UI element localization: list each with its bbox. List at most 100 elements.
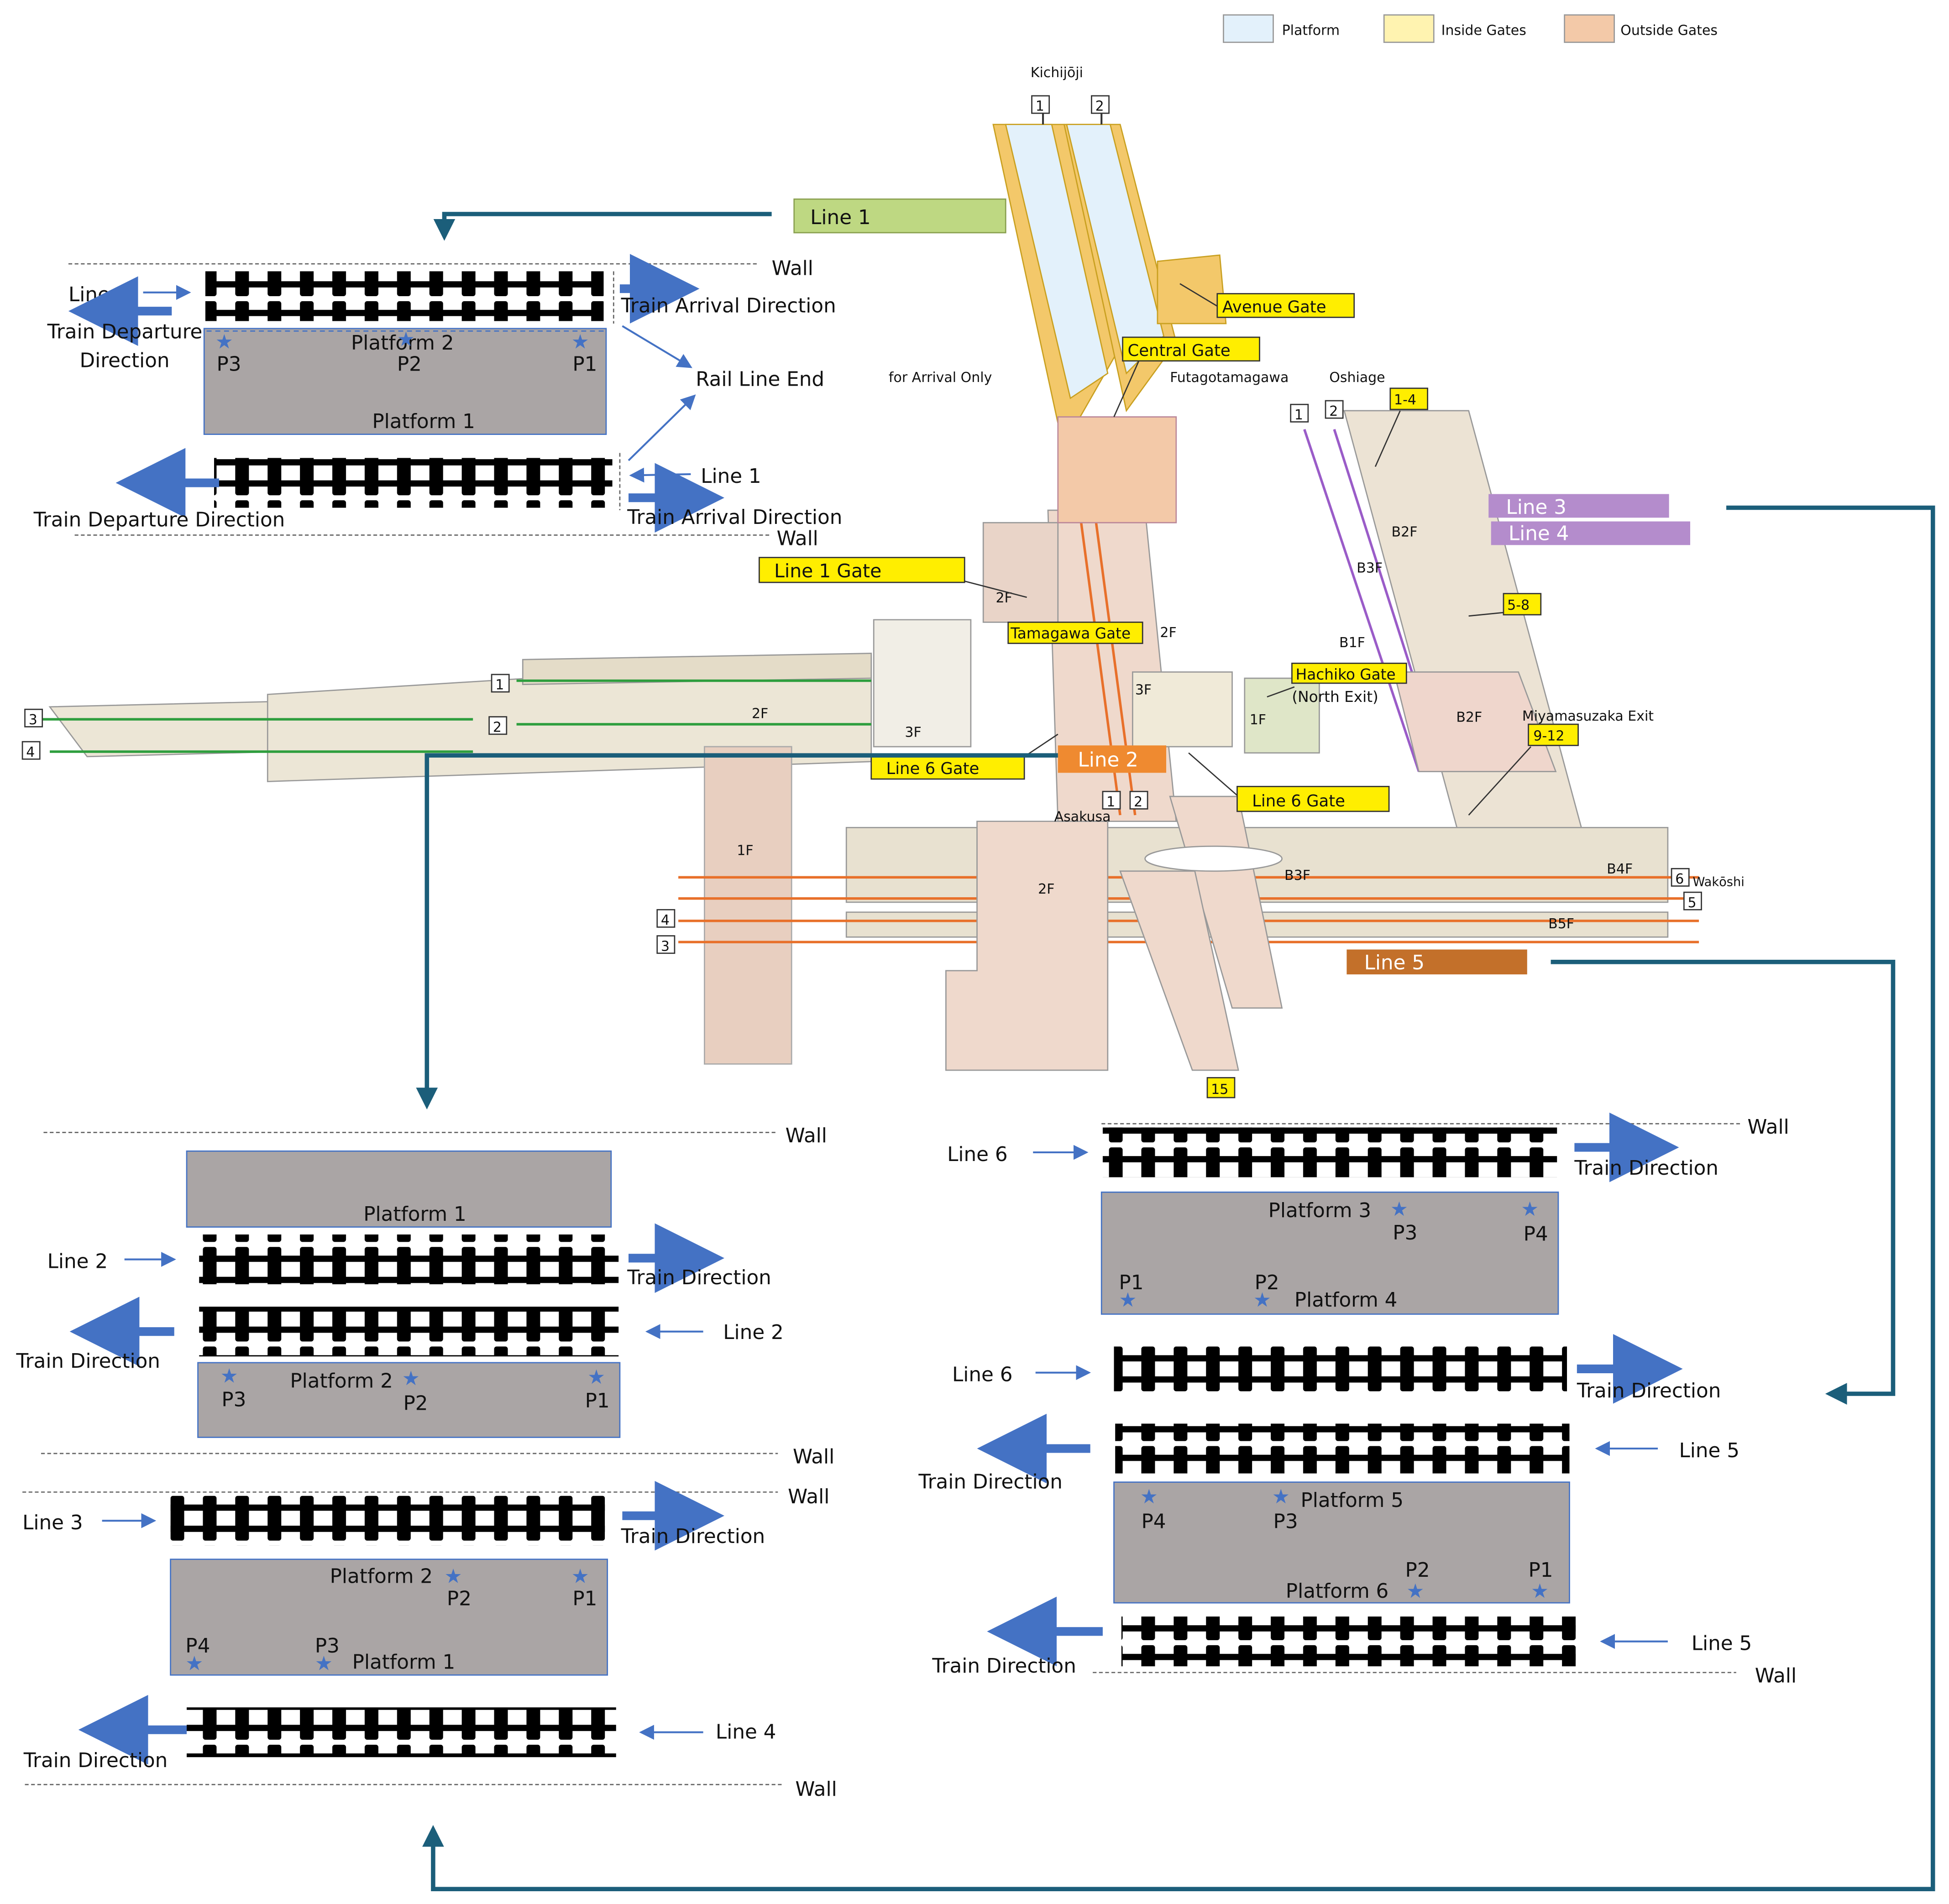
rail-end-label: Rail Line End bbox=[696, 368, 824, 391]
floor-b2f-top: B2F bbox=[1392, 524, 1418, 540]
leader-line bbox=[1113, 361, 1140, 418]
wall-label: Wall bbox=[788, 1486, 829, 1508]
track-number: 1 bbox=[1294, 407, 1303, 423]
platform-box bbox=[170, 1559, 608, 1676]
line-label: Line 2 bbox=[723, 1321, 784, 1344]
block-3f bbox=[873, 619, 972, 748]
legend-inside-gates: Inside Gates bbox=[1441, 22, 1526, 38]
track-line3 bbox=[170, 1496, 605, 1546]
floor-2f-gate: 2F bbox=[1160, 625, 1176, 641]
legend-platform-swatch bbox=[1223, 14, 1274, 43]
place-futagotamagawa: Futagotamagawa bbox=[1170, 370, 1289, 386]
wall-label: Wall bbox=[772, 257, 813, 280]
line1-gate-label: Line 1 Gate bbox=[774, 560, 881, 582]
panel-line1: Wall Line 1 Train Departure Direction Tr… bbox=[33, 254, 842, 550]
exit-1f-corridor bbox=[704, 746, 792, 1065]
line5-label: Line 5 bbox=[1679, 1439, 1739, 1462]
hachiko-gate-box bbox=[1291, 663, 1407, 684]
map-labels: Kichijōji Futagotamagawa Oshiage for Arr… bbox=[21, 65, 1745, 1098]
line3-tag: Line 3 bbox=[1506, 496, 1567, 519]
wall-label: Wall bbox=[793, 1446, 834, 1469]
star-icon: ★ bbox=[215, 331, 233, 354]
gate-tags: Avenue Gate Central Gate Line 1 Gate Tam… bbox=[758, 283, 1579, 1098]
track-line4 bbox=[187, 1707, 616, 1758]
p1-label: P1 bbox=[1529, 1559, 1553, 1582]
star-icon: ★ bbox=[571, 1565, 589, 1588]
star-icon: ★ bbox=[1406, 1580, 1424, 1603]
line1-concourse-outside bbox=[1057, 416, 1177, 523]
track-number-box bbox=[1091, 95, 1110, 114]
track-numbers: 1 2 1 2 1 2 3 4 1 2 4 3 6 5 bbox=[21, 95, 1702, 954]
north-exit-label: (North Exit) bbox=[1292, 688, 1378, 706]
central-gate-box bbox=[1122, 336, 1260, 362]
panel-line34: Wall Line 3 Train Direction Platform 2 ★… bbox=[22, 1480, 837, 1801]
floor-2f-left: 2F bbox=[752, 706, 768, 722]
track-number: 2 bbox=[1329, 403, 1338, 419]
p2-label: P2 bbox=[1255, 1271, 1279, 1294]
arrival-label: Train Arrival Direction bbox=[621, 294, 836, 317]
line-label: Line 2 bbox=[47, 1250, 108, 1273]
line6-gate-left-box bbox=[870, 756, 1025, 780]
track-line1-bottom bbox=[214, 458, 613, 508]
star-icon: ★ bbox=[587, 1366, 605, 1389]
floor-b1f: B1F bbox=[1339, 635, 1365, 651]
p4-label: P4 bbox=[1524, 1223, 1548, 1246]
central-gate-label: Central Gate bbox=[1127, 341, 1230, 360]
track-line5-b bbox=[1121, 1616, 1576, 1667]
line1-tag-box bbox=[793, 198, 1006, 234]
line6-gate-right-label: Line 6 Gate bbox=[1252, 792, 1345, 811]
track-number-box bbox=[21, 741, 41, 760]
p2-label: P2 bbox=[447, 1588, 472, 1611]
leader-line bbox=[1188, 752, 1239, 797]
star-icon: ★ bbox=[1119, 1289, 1137, 1312]
connector-line34 bbox=[422, 505, 1935, 1892]
track-number-box bbox=[491, 674, 510, 693]
platform-box bbox=[186, 1150, 612, 1228]
track-number: 1 bbox=[1106, 794, 1115, 810]
direction-label: Train Direction bbox=[621, 1525, 765, 1548]
leader-line bbox=[1374, 410, 1401, 467]
floor-b3f-top: B3F bbox=[1357, 560, 1383, 576]
p1-label: P1 bbox=[572, 353, 597, 376]
hachiko-gate-label: Hachiko Gate bbox=[1296, 666, 1396, 683]
track-number-box bbox=[1102, 790, 1121, 810]
wall-label: Wall bbox=[1755, 1665, 1797, 1688]
p1-label: P1 bbox=[1119, 1271, 1143, 1294]
leader-line bbox=[1179, 283, 1218, 307]
p2-label: P2 bbox=[403, 1392, 428, 1415]
platform-5-label: Platform 5 bbox=[1301, 1489, 1404, 1512]
place-miyamasuzaka: Miyamasuzaka Exit bbox=[1522, 708, 1654, 724]
platform-1-label: Platform 1 bbox=[352, 1651, 456, 1674]
track-number-box bbox=[488, 716, 508, 735]
p2-label: P2 bbox=[1405, 1559, 1430, 1582]
track-number-box bbox=[1683, 891, 1702, 910]
departure-label-1: Train Departure bbox=[47, 321, 203, 344]
direction-label: Train Direction bbox=[23, 1749, 168, 1772]
place-asakusa: Asakusa bbox=[1054, 809, 1111, 825]
block-3f-right bbox=[1132, 671, 1233, 748]
track-number-box bbox=[24, 708, 43, 727]
star-icon: ★ bbox=[571, 331, 589, 354]
departure-label: Train Departure Direction bbox=[33, 508, 285, 531]
departure-label-2: Direction bbox=[80, 349, 170, 372]
line5-label: Line 5 bbox=[1692, 1632, 1752, 1655]
concourse-upper-strip bbox=[522, 653, 872, 685]
platform-1-label: Platform 1 bbox=[372, 410, 475, 433]
place-arrival-only: for Arrival Only bbox=[889, 370, 992, 386]
p3-label: P3 bbox=[1393, 1222, 1417, 1245]
star-icon: ★ bbox=[1140, 1486, 1158, 1508]
legend-outside-gates-swatch bbox=[1564, 14, 1615, 43]
line-label: Line 1 bbox=[701, 465, 761, 488]
legend-inside-gates-swatch bbox=[1383, 14, 1435, 43]
p3-label: P3 bbox=[221, 1388, 246, 1411]
avenue-gate-label: Avenue Gate bbox=[1222, 298, 1326, 316]
track-number: 2 bbox=[1095, 99, 1104, 115]
wall-label: Wall bbox=[795, 1778, 837, 1801]
line6-label: Line 6 bbox=[952, 1364, 1013, 1386]
exit-15-ramp bbox=[1119, 870, 1239, 1071]
direction-label: Train Direction bbox=[1577, 1380, 1721, 1402]
exit-2f-south bbox=[945, 821, 1109, 1071]
star-icon: ★ bbox=[1390, 1198, 1408, 1221]
arrival-label: Train Arrival Direction bbox=[627, 506, 842, 529]
